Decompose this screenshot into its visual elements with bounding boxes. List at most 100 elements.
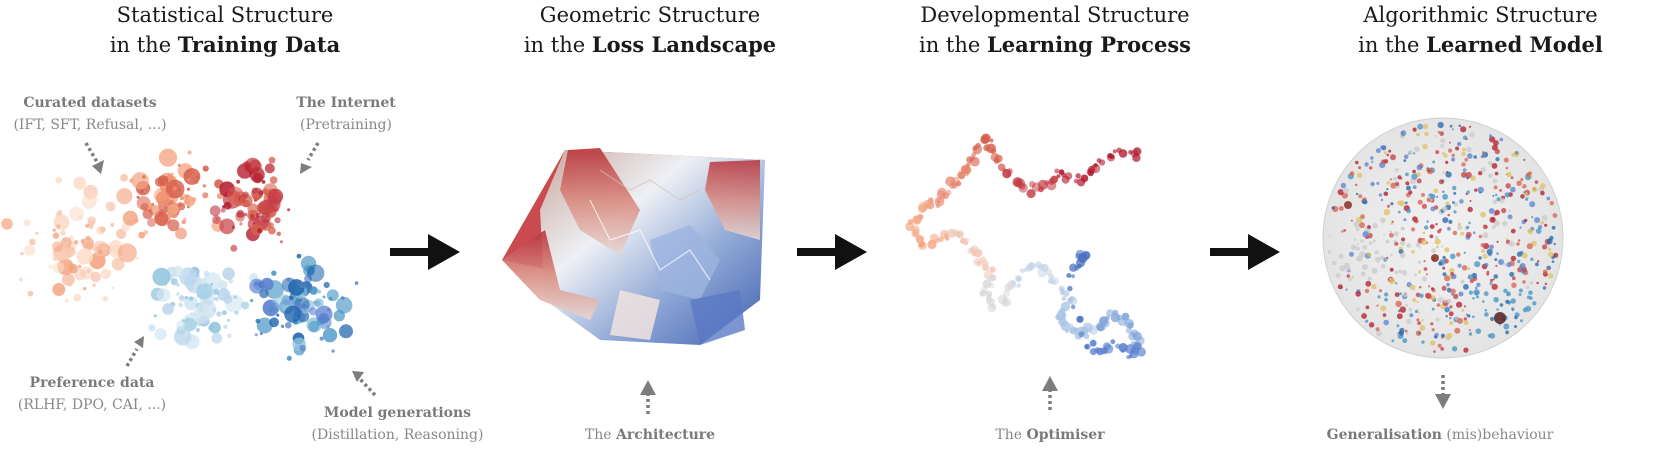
- network-node: [1361, 313, 1367, 319]
- panel-title-loss-landscape: Geometric Structure in the Loss Landscap…: [500, 0, 800, 60]
- generalisation-label: Generalisation (mis)behaviour: [1300, 424, 1580, 446]
- scatter-point: [90, 271, 102, 283]
- network-node: [1505, 299, 1510, 304]
- scatter-point: [319, 336, 324, 341]
- network-node: [1442, 217, 1449, 224]
- scatter-point: [111, 286, 115, 290]
- trajectory-point: [1065, 329, 1070, 334]
- network-node: [1525, 197, 1529, 201]
- network-node: [1546, 196, 1551, 201]
- scatter-point: [299, 344, 307, 352]
- network-node: [1412, 185, 1417, 190]
- network-node: [1482, 253, 1488, 259]
- network-node: [1492, 194, 1495, 197]
- network-node: [1505, 330, 1509, 335]
- model-generations-label: Model generations (Distillation, Reasoni…: [290, 402, 505, 446]
- title-bold: Training Data: [177, 32, 341, 57]
- trajectory-point: [1002, 297, 1008, 303]
- network-node: [1351, 275, 1354, 279]
- network-node: [1392, 176, 1398, 181]
- network-node: [1398, 210, 1401, 214]
- scatter-point: [29, 238, 36, 246]
- scatter-point: [116, 188, 133, 205]
- network-node: [1439, 131, 1444, 136]
- network-node: [1493, 140, 1499, 146]
- network-node: [1536, 260, 1540, 263]
- network-node: [1552, 213, 1558, 218]
- optimiser-label: The Optimiser: [960, 424, 1140, 446]
- network-node: [1459, 199, 1464, 204]
- network-node: [1412, 127, 1417, 132]
- network-node: [1463, 284, 1469, 290]
- network-node: [1406, 208, 1411, 214]
- trajectory-point: [957, 171, 966, 180]
- network-node: [1371, 160, 1374, 163]
- network-node: [1369, 166, 1373, 170]
- scatter-point: [1, 218, 13, 230]
- network-node: [1495, 264, 1498, 267]
- internet-pointer-arrow: [306, 142, 320, 161]
- scatter-point: [69, 241, 73, 245]
- network-node: [1450, 271, 1454, 276]
- network-node: [1400, 130, 1407, 137]
- trajectory-point: [1089, 339, 1097, 347]
- scatter-point: [212, 215, 222, 225]
- network-node: [1458, 124, 1462, 128]
- scatter-point: [62, 273, 75, 286]
- trajectory-point: [1128, 332, 1137, 341]
- network-node: [1469, 125, 1472, 128]
- trajectory-point: [943, 233, 949, 238]
- network-node: [1359, 251, 1366, 258]
- network-node: [1540, 220, 1545, 225]
- network-node: [1433, 350, 1436, 353]
- scatter-point: [35, 231, 39, 235]
- trajectory-point: [1073, 178, 1079, 184]
- network-node: [1362, 231, 1369, 238]
- scatter-point: [273, 206, 279, 212]
- network-node: [1449, 124, 1453, 128]
- scatter-point: [27, 290, 34, 297]
- scatter-point: [223, 294, 233, 304]
- network-node: [1395, 300, 1402, 308]
- scatter-point: [196, 302, 209, 315]
- network-node: [1340, 182, 1347, 189]
- network-node: [1505, 183, 1511, 189]
- network-node: [1469, 278, 1474, 284]
- scatter-point: [143, 230, 149, 235]
- scatter-point: [249, 278, 265, 294]
- trajectory-point: [1066, 273, 1072, 278]
- network-node: [1404, 329, 1408, 333]
- scatter-point: [81, 237, 95, 250]
- network-node: [1506, 293, 1510, 296]
- scatter-point: [160, 186, 166, 192]
- scatter-point: [209, 205, 221, 217]
- network-node: [1399, 252, 1406, 259]
- network-node: [1358, 166, 1362, 170]
- scatter-point: [52, 232, 60, 239]
- network-node: [1434, 332, 1439, 338]
- network-node: [1462, 168, 1467, 172]
- internet-name: The Internet: [296, 95, 396, 111]
- scatter-point: [255, 318, 261, 324]
- network-node: [1386, 188, 1389, 191]
- network-node: [1403, 293, 1407, 298]
- scatter-point: [331, 349, 335, 353]
- network-node: [1465, 171, 1472, 179]
- network-node: [1434, 238, 1441, 245]
- trajectory-point: [1110, 339, 1116, 345]
- network-node: [1424, 131, 1429, 137]
- network-node: [1421, 319, 1424, 322]
- network-node: [1480, 154, 1485, 159]
- network-node: [1489, 216, 1496, 223]
- network-node: [1365, 319, 1369, 323]
- trajectory-point: [1106, 309, 1114, 317]
- title-bold: Loss Landscape: [591, 32, 777, 57]
- network-node: [1453, 210, 1457, 214]
- trajectory-point: [1066, 297, 1073, 304]
- network-node: [1484, 309, 1488, 312]
- network-node: [1362, 264, 1368, 270]
- network-node: [1468, 332, 1473, 336]
- scatter-point: [87, 216, 96, 225]
- preference-pointer-arrow: [125, 348, 139, 367]
- network-node: [1499, 137, 1504, 142]
